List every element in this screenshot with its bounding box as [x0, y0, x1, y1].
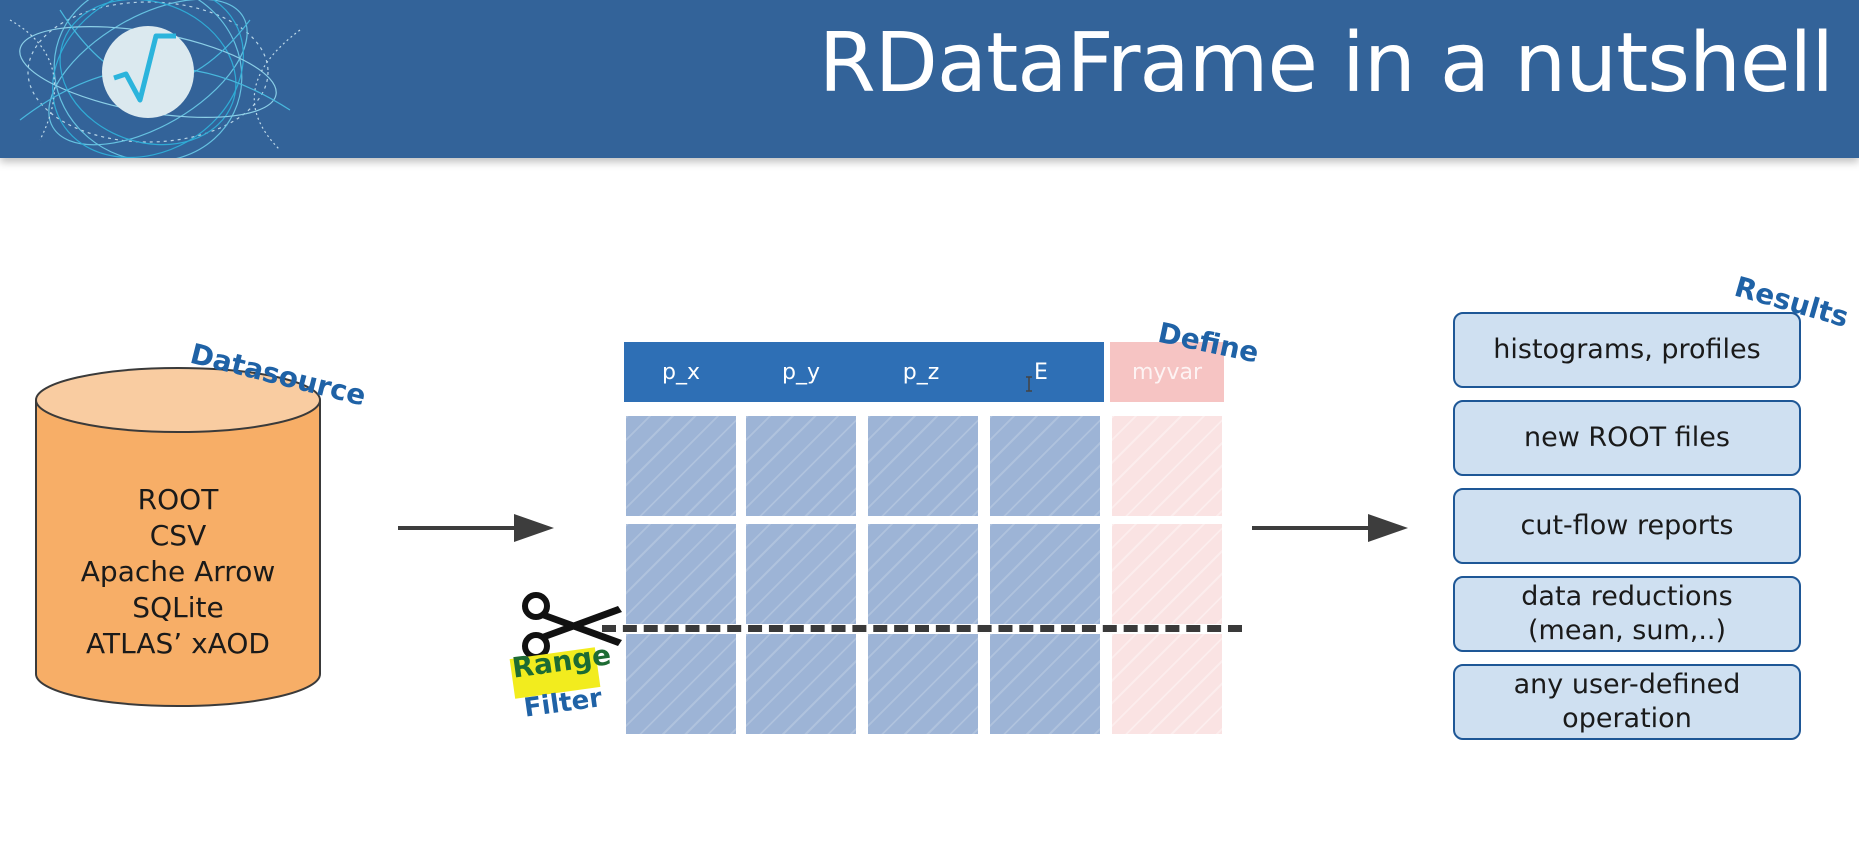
range-cut-line: [602, 625, 1242, 632]
column-header-pz: p_z: [902, 359, 940, 385]
column-header-px: p_x: [662, 359, 700, 385]
table-cell: [746, 634, 856, 734]
column-header-e: E: [1034, 359, 1048, 385]
arrow-right-icon: [398, 514, 554, 542]
column-header-py: p_y: [782, 359, 820, 385]
scissors-icon: [522, 592, 622, 660]
format-root: ROOT: [137, 483, 219, 516]
format-xaod: ATLAS’ xAOD: [86, 627, 270, 660]
define-column-header: [1110, 342, 1224, 402]
result-reductions-line2: (mean, sum,..): [1527, 615, 1727, 646]
table-cell: [868, 524, 978, 624]
datasource-formats: ROOT CSV Apache Arrow SQLite ATLAS’ xAOD: [34, 482, 322, 662]
define-cell: [1112, 416, 1222, 516]
header-banner: RDataFrame in a nutshell: [0, 0, 1859, 158]
result-reductions: data reductions (mean, sum,..): [1453, 576, 1801, 652]
arrow-right-icon: [1252, 514, 1408, 542]
format-sqlite: SQLite: [132, 591, 224, 624]
text-cursor-icon: [1026, 376, 1032, 392]
table-cell: [868, 634, 978, 734]
table-cell: [626, 634, 736, 734]
table-cell: [990, 634, 1100, 734]
table-cell: [626, 524, 736, 624]
table-cell: [626, 416, 736, 516]
table-cell: [746, 524, 856, 624]
root-logo-icon: [9, 0, 301, 158]
dataframe-table: p_x p_y p_z E myvar: [622, 340, 1226, 740]
result-cutflow-label: cut-flow reports: [1520, 510, 1734, 541]
table-cell: [868, 416, 978, 516]
format-csv: CSV: [149, 519, 207, 552]
page-title: RDataFrame in a nutshell: [818, 16, 1834, 111]
table-cell: [746, 416, 856, 516]
result-cutflow: cut-flow reports: [1453, 488, 1801, 564]
result-user-defined-line2: operation: [1562, 703, 1692, 734]
result-histograms: histograms, profiles: [1453, 312, 1801, 388]
table-cell: [990, 416, 1100, 516]
datasource-cylinder: [35, 367, 321, 707]
table-cell: [990, 524, 1100, 624]
define-cell: [1112, 634, 1222, 734]
column-header-myvar: myvar: [1132, 359, 1202, 385]
result-histograms-label: histograms, profiles: [1493, 334, 1761, 365]
format-arrow: Apache Arrow: [80, 555, 276, 588]
result-root-files: new ROOT files: [1453, 400, 1801, 476]
result-root-files-label: new ROOT files: [1524, 422, 1730, 453]
define-cell: [1112, 524, 1222, 624]
result-user-defined-line1: any user-defined: [1513, 669, 1741, 700]
result-user-defined: any user-defined operation: [1453, 664, 1801, 740]
table-header-bar: [624, 342, 1104, 402]
result-reductions-line1: data reductions: [1521, 581, 1733, 612]
